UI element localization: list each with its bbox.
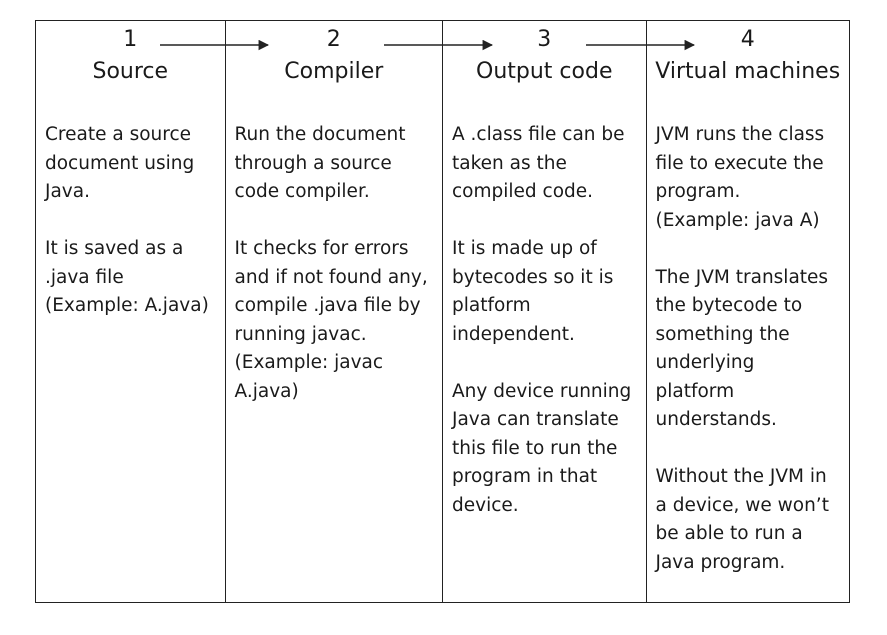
text-line: be able to run a — [655, 523, 803, 544]
step-title: Virtual machines — [655, 59, 841, 84]
text-line: the bytecode to — [655, 295, 803, 316]
step-title: Output code — [476, 59, 613, 84]
column-virtual-machines: 4 Virtual machines JVM runs the class fi… — [645, 21, 850, 602]
text-line: Without the JVM in — [655, 466, 827, 487]
text-line: taken as the — [452, 152, 567, 174]
text-line: bytecodes so it is — [452, 266, 614, 288]
paragraph: Without the JVM in a device, we won’t be… — [656, 463, 829, 577]
text-line: Java. — [45, 181, 90, 202]
text-line: device. — [452, 494, 519, 516]
java-process-table: 1 Source Create a source document using … — [35, 20, 850, 603]
text-line: program. — [655, 181, 741, 202]
text-line: independent. — [452, 323, 575, 345]
text-line: A .class file can be — [452, 124, 625, 145]
text-line: .java file — [45, 266, 124, 288]
text-line: compiled code. — [452, 181, 594, 202]
paragraph: A .class file can be taken as the compil… — [452, 121, 631, 207]
text-line: underlying — [655, 352, 755, 373]
text-line: It is saved as a — [45, 238, 184, 259]
text-line: a device, we won’t — [655, 494, 829, 516]
text-line: Any device running — [452, 380, 632, 402]
text-line: Create a source — [45, 124, 192, 145]
text-line: It is made up of — [452, 238, 597, 259]
text-line: code compiler. — [234, 181, 370, 202]
text-line: something the — [655, 323, 790, 345]
column-compiler: 2 Compiler Run the document through a so… — [224, 21, 442, 602]
text-line: Java program. — [655, 551, 786, 573]
step-description: Create a source document using Java. It … — [45, 121, 209, 321]
text-line: platform — [655, 380, 735, 402]
paragraph: It checks for errors and if not found an… — [235, 235, 428, 406]
paragraph: It is made up of bytecodes so it is plat… — [452, 235, 631, 349]
text-line: Run the document — [234, 124, 406, 145]
text-line: compile .java file by — [234, 295, 421, 316]
paragraph: Create a source document using Java. — [45, 121, 209, 207]
step-description: Run the document through a source code c… — [235, 121, 428, 406]
paragraph: JVM runs the class file to execute the p… — [656, 121, 829, 235]
text-line: JVM runs the class — [655, 124, 825, 145]
paragraph: Run the document through a source code c… — [235, 121, 428, 207]
step-description: JVM runs the class file to execute the p… — [656, 121, 829, 577]
text-line: Java can translate — [452, 409, 619, 430]
step-title: Source — [92, 59, 169, 84]
column-source: 1 Source Create a source document using … — [36, 21, 225, 602]
text-line: (Example: A.java) — [45, 295, 209, 316]
step-number: 4 — [740, 27, 755, 52]
paragraph: Any device running Java can translate th… — [452, 378, 631, 521]
text-line: file to execute the — [655, 152, 824, 174]
paragraph: It is saved as a .java file (Example: A.… — [45, 235, 209, 321]
text-line: running javac. — [234, 323, 367, 345]
text-line: document using — [45, 152, 195, 174]
text-line: (Example: java A) — [655, 209, 820, 231]
step-number: 3 — [537, 27, 552, 52]
step-number: 2 — [326, 27, 341, 52]
step-number: 1 — [123, 27, 138, 52]
text-line: understands. — [655, 409, 777, 430]
text-line: platform — [452, 295, 531, 316]
text-line: The JVM translates — [655, 266, 829, 288]
paragraph: The JVM translates the bytecode to somet… — [656, 264, 829, 435]
text-line: A.java) — [234, 380, 299, 402]
text-line: through a source — [234, 152, 392, 174]
column-output-code: 3 Output code A .class file can be taken… — [442, 21, 646, 602]
text-line: (Example: javac — [234, 352, 384, 373]
step-description: A .class file can be taken as the compil… — [452, 121, 631, 520]
text-line: this file to run the — [452, 437, 618, 459]
text-line: and if not found any, — [234, 266, 428, 288]
text-line: It checks for errors — [234, 238, 409, 259]
step-title: Compiler — [284, 59, 384, 84]
text-line: program in that — [452, 466, 598, 487]
